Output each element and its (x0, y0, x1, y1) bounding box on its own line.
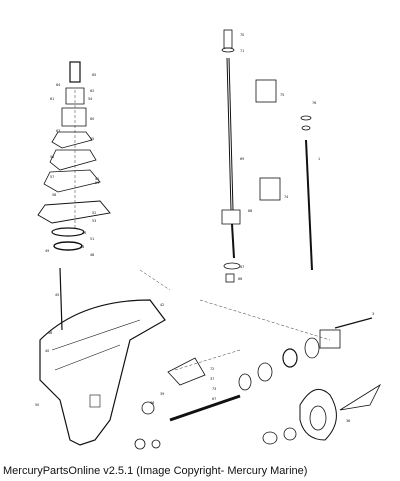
callout-63: 63 (56, 129, 60, 133)
callout-39: 39 (160, 392, 164, 396)
callout-55: 55 (90, 137, 94, 141)
callout-57: 57 (50, 175, 54, 179)
callout-38: 38 (150, 401, 154, 405)
alignment-lines (74, 90, 331, 371)
image-caption: MercuryPartsOnline v2.5.1 (Image Copyrig… (3, 465, 308, 477)
callout-68: 68 (248, 209, 252, 213)
water-pump-assembly (37, 61, 111, 331)
shift-shaft-assembly (255, 79, 313, 271)
callout-62: 62 (90, 89, 94, 93)
callout-42: 42 (160, 303, 164, 307)
callout-76: 76 (312, 101, 316, 105)
callout-41: 41 (95, 177, 99, 181)
callout-70: 70 (240, 33, 244, 37)
callout-67: 67 (212, 397, 216, 401)
callout-48: 48 (90, 253, 94, 257)
propeller (262, 383, 381, 445)
callout-71: 71 (240, 49, 244, 53)
propeller-shaft-assembly (169, 317, 373, 422)
callout-47: 47 (240, 265, 244, 269)
callout-52: 52 (92, 211, 96, 215)
callout-3: 3 (372, 312, 374, 316)
callout-69: 69 (240, 157, 244, 161)
callout-58: 58 (52, 193, 56, 197)
callout-61: 61 (50, 97, 54, 101)
callout-49: 49 (45, 249, 49, 253)
callout-59: 59 (95, 181, 99, 185)
callout-37: 37 (210, 377, 214, 381)
callout-73: 73 (212, 387, 216, 391)
gear-housing (39, 299, 166, 446)
callout-45: 45 (55, 293, 59, 297)
drive-shaft-assembly (221, 29, 241, 283)
callout-54: 54 (88, 97, 92, 101)
callout-40: 40 (45, 349, 49, 353)
callout-1: 1 (318, 157, 320, 161)
callout-51: 51 (90, 237, 94, 241)
callout-46: 46 (48, 331, 52, 335)
callout-50: 50 (35, 403, 39, 407)
callout-43: 43 (80, 245, 84, 249)
callout-36: 36 (346, 419, 350, 423)
exploded-parts-diagram: 65 70 71 69 75 36 1 3 37 38 39 40 41 42 … (35, 29, 381, 450)
callout-labels: 65 70 71 69 75 36 1 3 37 38 39 40 41 42 … (35, 33, 374, 423)
callout-72: 72 (210, 367, 214, 371)
callout-65: 65 (92, 73, 96, 77)
callout-44: 44 (82, 231, 86, 235)
callout-56: 56 (50, 155, 54, 159)
callout-64: 64 (56, 83, 60, 87)
callout-66: 66 (238, 277, 242, 281)
callout-53: 53 (92, 219, 96, 223)
callout-75: 75 (280, 93, 284, 97)
shift-linkage-parts (134, 357, 206, 450)
callout-74: 74 (284, 195, 288, 199)
callout-60: 60 (90, 117, 94, 121)
